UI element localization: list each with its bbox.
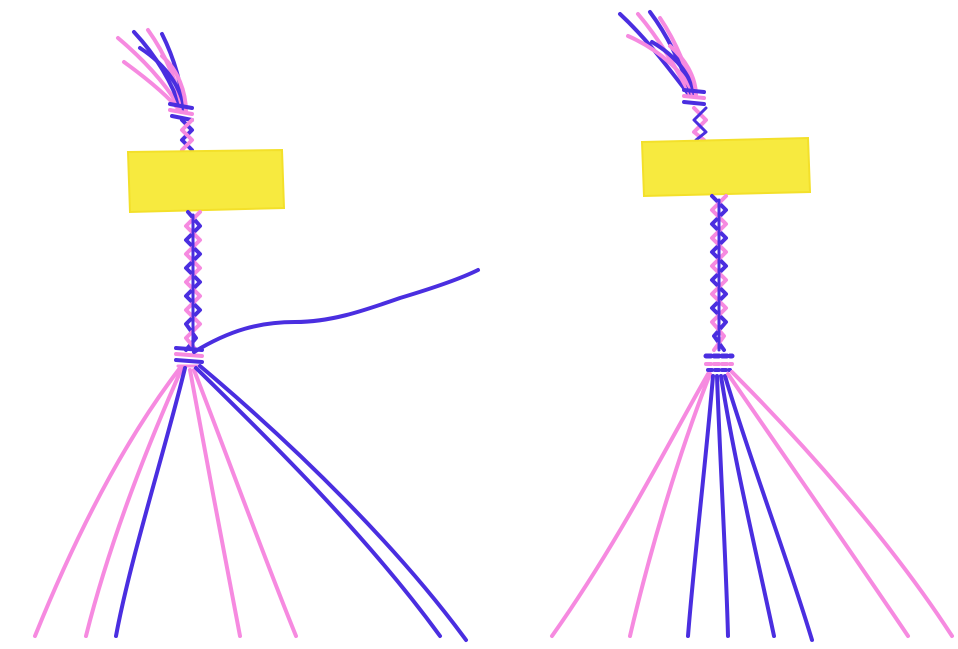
braid-knot: [176, 354, 202, 356]
right-top-tassel: [620, 12, 706, 140]
fan-strand-blue: [200, 366, 466, 640]
fan-strand-blue: [688, 376, 713, 636]
tassel-binding: [684, 96, 704, 98]
fan-strand-pink: [630, 374, 710, 636]
right-fan: [552, 372, 952, 640]
braid-knot: [176, 360, 202, 362]
fan-strand-blue: [725, 376, 812, 640]
left-fan: [35, 366, 466, 640]
tassel-binding: [170, 110, 192, 114]
right-braid: [706, 196, 732, 370]
right-tape: [642, 138, 810, 196]
lifted-strand: [194, 270, 478, 352]
left-panel: [35, 30, 478, 640]
tassel-braid: [182, 120, 192, 150]
fan-strand-pink: [728, 374, 908, 636]
tassel-binding: [170, 104, 192, 108]
right-panel: [552, 12, 952, 640]
left-top-tassel: [118, 30, 192, 150]
fan-strand-pink: [86, 368, 182, 636]
tassel-binding: [684, 102, 704, 104]
left-tape: [128, 150, 284, 212]
left-braid: [176, 212, 202, 366]
fan-strand-pink: [552, 374, 708, 636]
fan-strand-pink: [35, 368, 180, 636]
fan-strand-pink: [194, 370, 296, 636]
tassel-binding: [684, 90, 704, 92]
fan-strand-pink: [190, 370, 240, 636]
